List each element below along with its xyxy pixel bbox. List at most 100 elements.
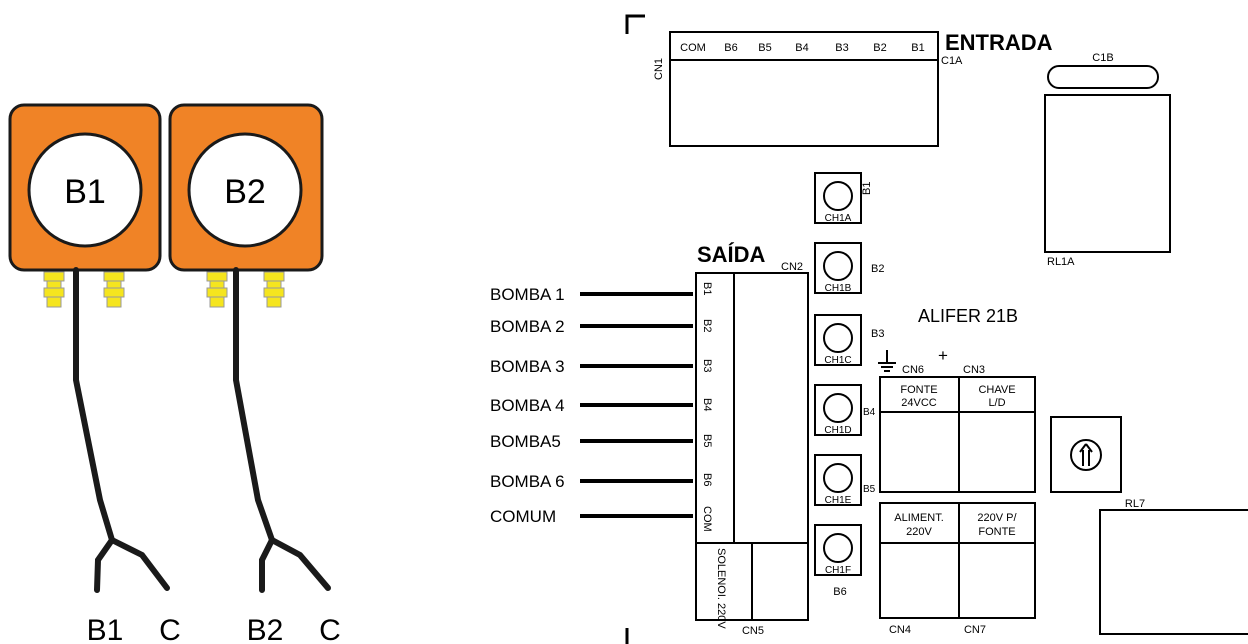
pump-b2-wire-b2 bbox=[259, 537, 275, 593]
switch-ch1a-button bbox=[823, 181, 853, 211]
output-lines bbox=[580, 292, 693, 518]
pump-b1-badge bbox=[27, 132, 143, 248]
pump-b2: B2 bbox=[168, 103, 324, 308]
cn6-text-line1: FONTE bbox=[900, 384, 937, 396]
pump-b1-wire-b1 bbox=[94, 537, 115, 593]
saida-heading: SAÍDA bbox=[697, 242, 766, 267]
cn2-pin-b6: B6 bbox=[701, 473, 713, 486]
cn1-pin-b4: B4 bbox=[795, 42, 808, 54]
switch-ch1b-id: CH1B bbox=[825, 283, 852, 294]
pump-b2-wire-c bbox=[269, 537, 331, 591]
pump-b1-fitting-left bbox=[43, 271, 65, 308]
switch-ch1d-id: CH1D bbox=[824, 425, 851, 436]
potentiometer bbox=[1050, 416, 1122, 493]
switch-ch1c-label: B3 bbox=[871, 328, 884, 340]
pump-b2-fitting-right bbox=[263, 271, 285, 308]
cn3-label: CN3 bbox=[963, 364, 985, 376]
pump-b1-cable bbox=[73, 267, 115, 543]
cn4-label: CN4 bbox=[889, 624, 911, 636]
pump-b1: B1 bbox=[8, 103, 162, 308]
switch-ch1c-button bbox=[823, 323, 853, 353]
output-label-3: BOMBA 3 bbox=[490, 357, 565, 376]
potentiometer-knob-icon bbox=[1070, 439, 1102, 471]
output-label-6: BOMBA 6 bbox=[490, 472, 565, 491]
switch-ch1b-label: B2 bbox=[871, 263, 884, 275]
cn6-label: CN6 bbox=[902, 364, 924, 376]
cn2-pin-b3: B3 bbox=[701, 359, 713, 372]
entrada-heading: ENTRADA bbox=[945, 30, 1053, 55]
output-label-2: BOMBA 2 bbox=[490, 317, 565, 336]
output-label-4: BOMBA 4 bbox=[490, 396, 565, 415]
cn2-connector: B1 B2 B3 B4 B5 B6 COM bbox=[695, 272, 809, 544]
wire-label-c1: C bbox=[159, 614, 181, 644]
cn3-text-line2: L/D bbox=[988, 397, 1005, 409]
pump-b1-label: B1 bbox=[64, 173, 106, 211]
cn7-text-line1: 220V P/ bbox=[977, 512, 1017, 524]
switch-ch1d: CH1D B4 bbox=[814, 384, 876, 436]
switch-ch1c-id: CH1C bbox=[824, 355, 851, 366]
switch-ch1a-id: CH1A bbox=[825, 213, 852, 224]
cn7-text-line2: FONTE bbox=[978, 526, 1015, 538]
cn6-cn3-block: FONTE 24VCC CHAVE L/D bbox=[879, 376, 1036, 493]
switch-ch1e-button bbox=[823, 463, 853, 493]
switch-ch1a-label: B1 bbox=[861, 182, 873, 195]
rl7-relay bbox=[1099, 509, 1248, 635]
cn1-pin-com: COM bbox=[680, 42, 706, 54]
wire-label-b2: B2 bbox=[247, 614, 284, 644]
cn4-cn7-block: ALIMENT. 220V 220V P/ FONTE bbox=[879, 502, 1036, 619]
rl1a-relay bbox=[1044, 94, 1171, 253]
switch-ch1f-button bbox=[823, 533, 853, 563]
wire-label-b1: B1 bbox=[87, 614, 124, 644]
output-label-1: BOMBA 1 bbox=[490, 285, 565, 304]
pump-b2-badge bbox=[187, 132, 303, 248]
switch-ch1a: CH1A B1 bbox=[814, 172, 873, 224]
cn7-label: CN7 bbox=[964, 624, 986, 636]
cn1-label: CN1 bbox=[653, 58, 665, 80]
cn1-connector: COM B6 B5 B4 B3 B2 B1 CN1 bbox=[653, 31, 939, 147]
corner-mark-top bbox=[625, 14, 645, 34]
rl1a-label: RL1A bbox=[1047, 256, 1075, 268]
cn1-pin-b2: B2 bbox=[873, 42, 886, 54]
switch-ch1b: CH1B B2 bbox=[814, 242, 884, 294]
switch-ch1f-label: B6 bbox=[833, 586, 846, 598]
switch-ch1f-id: CH1F bbox=[825, 565, 851, 576]
output-label-5: BOMBA5 bbox=[490, 432, 561, 451]
pump-b2-fitting-left bbox=[206, 271, 228, 308]
pump-b2-cable bbox=[233, 267, 275, 543]
ground-icon bbox=[878, 350, 896, 372]
cn2-label: CN2 bbox=[781, 261, 803, 273]
wire-label-c2: C bbox=[319, 614, 341, 644]
switch-ch1d-button bbox=[823, 393, 853, 423]
cn1-pin-b3: B3 bbox=[835, 42, 848, 54]
cn5-connector: SOLENOI. 220V CN5 bbox=[695, 542, 809, 637]
cn4-text-line2: 220V bbox=[906, 526, 932, 538]
cn2-pin-b1: B1 bbox=[701, 282, 713, 295]
board-title: ALIFER 21B bbox=[918, 306, 1018, 326]
c1a-label: C1A bbox=[941, 55, 963, 67]
cn1-pin-b1: B1 bbox=[911, 42, 924, 54]
switch-ch1e-id: CH1E bbox=[825, 495, 852, 506]
switch-ch1d-label: B4 bbox=[863, 407, 876, 418]
cn2-pin-b5: B5 bbox=[701, 434, 713, 447]
rl7-label: RL7 bbox=[1125, 498, 1145, 510]
switch-ch1c: CH1C B3 bbox=[814, 314, 884, 366]
cn1-pin-b5: B5 bbox=[758, 42, 771, 54]
output-label-com: COMUM bbox=[490, 507, 556, 526]
cn2-pin-b2: B2 bbox=[701, 319, 713, 332]
cn5-label: CN5 bbox=[742, 625, 764, 637]
cn6-plus: + bbox=[938, 346, 948, 365]
switch-ch1e-label: B5 bbox=[863, 484, 876, 495]
c1b-label: C1B bbox=[1092, 52, 1113, 64]
cn1-body bbox=[669, 31, 939, 147]
pump-b1-fitting-right bbox=[103, 271, 125, 308]
pump-cables bbox=[73, 267, 331, 593]
arrow-up-icon bbox=[1079, 443, 1093, 466]
switch-ch1e: CH1E B5 bbox=[814, 454, 876, 506]
cn2-pin-com: COM bbox=[701, 506, 713, 532]
pump-b2-label: B2 bbox=[224, 173, 266, 211]
cn2-pin-b4: B4 bbox=[701, 398, 713, 411]
c1b-capacitor bbox=[1047, 65, 1159, 89]
cn4-text-line1: ALIMENT. bbox=[894, 512, 944, 524]
pump-b1-wire-c bbox=[109, 537, 170, 591]
